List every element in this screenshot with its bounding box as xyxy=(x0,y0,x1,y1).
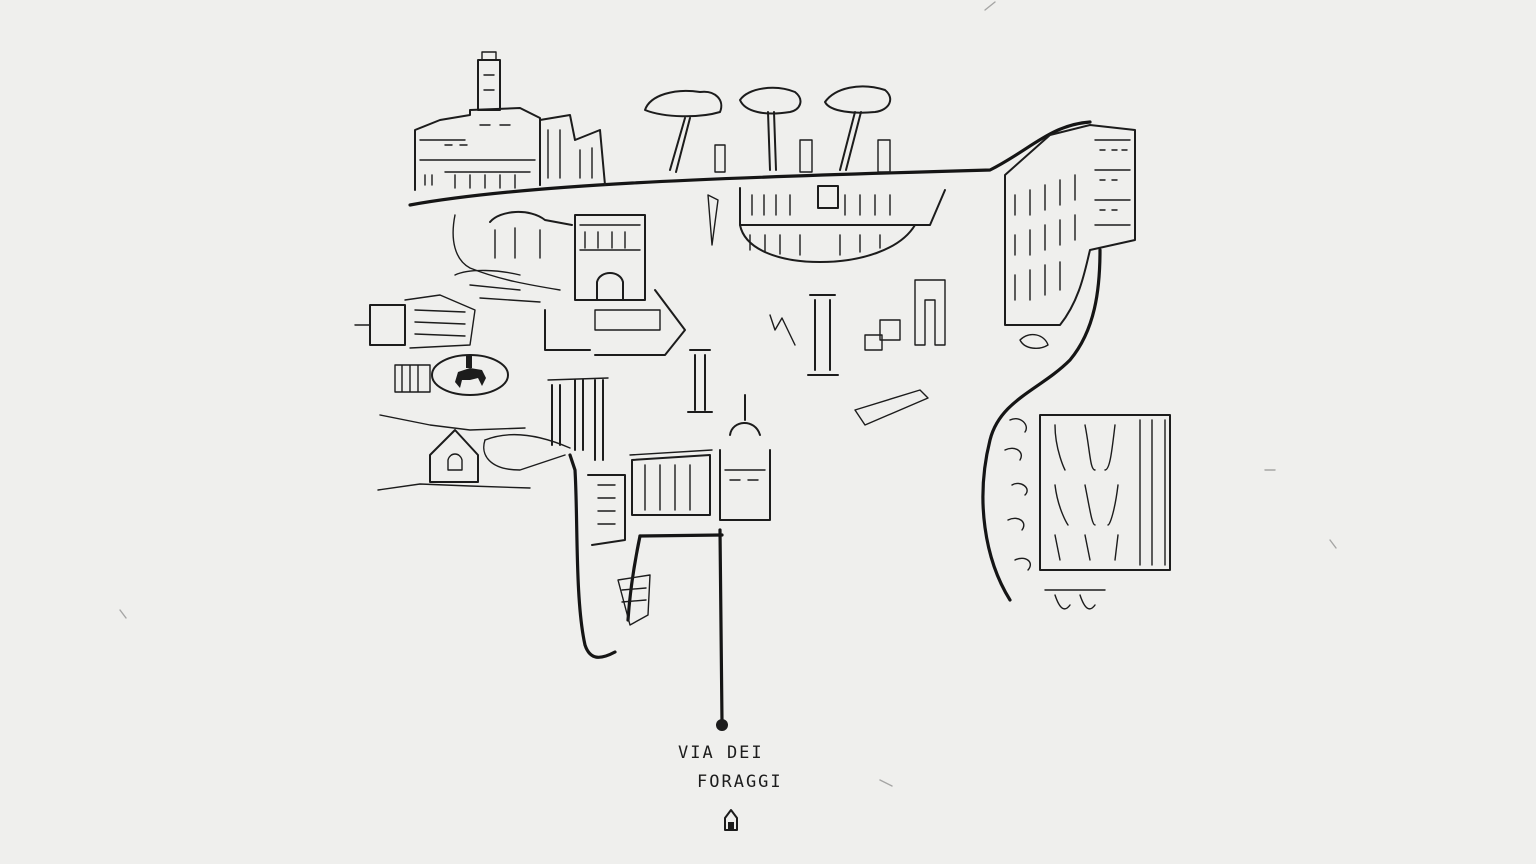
umbrella-pine-trees xyxy=(644,85,892,173)
palazzo-senatorio-tower xyxy=(414,51,606,191)
paper-texture xyxy=(119,1,1337,787)
start-label-line1: VIA DEI xyxy=(678,743,764,763)
forum-columns xyxy=(547,279,946,461)
temple-of-saturn xyxy=(629,449,713,516)
cordonata-stairs xyxy=(354,294,476,349)
santa-maria-church xyxy=(429,429,479,483)
dot-marker-icon xyxy=(716,719,728,731)
right-arcade-ruins xyxy=(1004,414,1171,610)
house-icon xyxy=(724,809,738,831)
capitoline-buildings xyxy=(454,210,686,356)
equestrian-statue xyxy=(394,354,509,396)
main-road xyxy=(377,120,1102,724)
forum-arcade-ruins xyxy=(707,185,946,263)
tabularium-steps xyxy=(587,474,651,626)
start-label-line2: FORAGGI xyxy=(697,772,783,792)
colosseum xyxy=(1004,124,1136,349)
church-with-dome xyxy=(719,394,771,521)
